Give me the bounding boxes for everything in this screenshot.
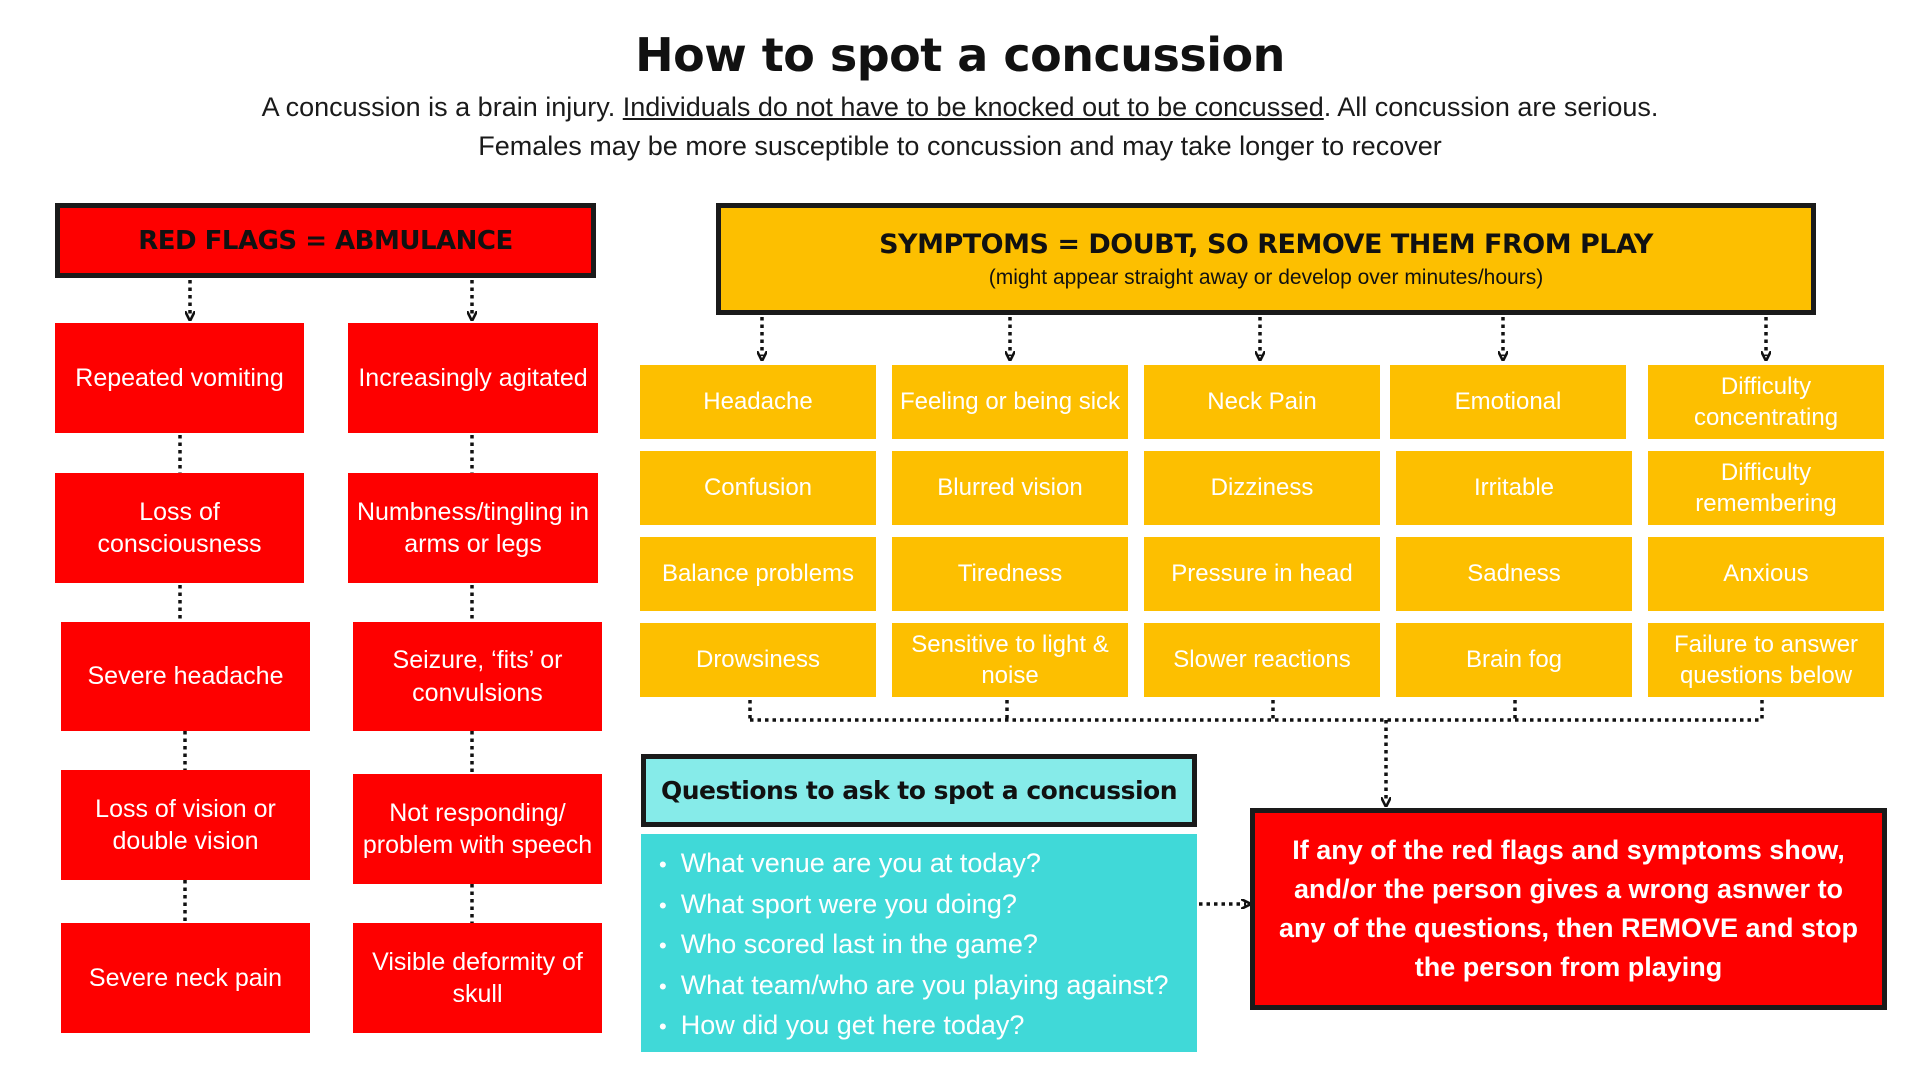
red-flag-box: Severe headache [61, 622, 310, 731]
symptom-box: Pressure in head [1144, 537, 1380, 611]
red-flags-header: RED FLAGS = ABMULANCE [55, 203, 596, 278]
symptom-box: Failure to answer questions below [1648, 623, 1884, 697]
symptom-box: Difficulty remembering [1648, 451, 1884, 525]
red-flag-box: Loss of consciousness [55, 473, 304, 583]
symptom-box: Tiredness [892, 537, 1128, 611]
remove-from-play-box: If any of the red flags and symptoms sho… [1250, 808, 1887, 1010]
question-item: What sport were you doing? [659, 885, 1197, 926]
symptom-box: Sadness [1396, 537, 1632, 611]
question-item: What team/who are you playing against? [659, 966, 1197, 1007]
questions-header: Questions to ask to spot a concussion [641, 754, 1197, 827]
symptom-box: Blurred vision [892, 451, 1128, 525]
red-flag-box: Numbness/tingling in arms or legs [348, 473, 598, 583]
question-item: How did you get here today? [659, 1006, 1197, 1047]
symptom-box: Brain fog [1396, 623, 1632, 697]
red-flag-box: Repeated vomiting [55, 323, 304, 433]
symptoms-note: (might appear straight away or develop o… [988, 265, 1544, 289]
symptom-box: Confusion [640, 451, 876, 525]
subtitle-text-end: . All concussion are serious. [1323, 92, 1659, 122]
red-flag-box: Seizure, ‘fits’ or convulsions [353, 622, 602, 731]
red-flag-box: Loss of vision or double vision [61, 770, 310, 880]
red-flag-box: Not responding/ problem with speech [353, 774, 602, 884]
subtitle-text: A concussion is a brain injury. [261, 92, 623, 122]
symptoms-header: SYMPTOMS = DOUBT, SO REMOVE THEM FROM PL… [716, 203, 1816, 315]
symptom-box: Feeling or being sick [892, 365, 1128, 439]
subtitle-line-2: Females may be more susceptible to concu… [478, 131, 1442, 161]
subtitle-underlined-text: Individuals do not have to be knocked ou… [622, 92, 1324, 122]
red-flag-box: Increasingly agitated [348, 323, 598, 433]
page-title: How to spot a concussion [635, 28, 1285, 82]
symptom-box: Dizziness [1144, 451, 1380, 525]
symptom-box: Headache [640, 365, 876, 439]
red-flag-box: Visible deformity of skull [353, 923, 602, 1033]
symptom-box: Anxious [1648, 537, 1884, 611]
symptom-box: Emotional [1390, 365, 1626, 439]
symptoms-title: SYMPTOMS = DOUBT, SO REMOVE THEM FROM PL… [879, 228, 1653, 260]
symptom-box: Difficulty concentrating [1648, 365, 1884, 439]
symptom-box: Slower reactions [1144, 623, 1380, 697]
questions-list: What venue are you at today? What sport … [641, 834, 1197, 1052]
symptom-box: Neck Pain [1144, 365, 1380, 439]
question-item: Who scored last in the game? [659, 925, 1197, 966]
subtitle-line-1: A concussion is a brain injury. Individu… [0, 92, 1920, 123]
red-flag-box: Severe neck pain [61, 923, 310, 1033]
question-item: What venue are you at today? [659, 844, 1197, 885]
symptom-box: Irritable [1396, 451, 1632, 525]
symptom-box: Drowsiness [640, 623, 876, 697]
symptom-box: Sensitive to light & noise [892, 623, 1128, 697]
symptom-box: Balance problems [640, 537, 876, 611]
